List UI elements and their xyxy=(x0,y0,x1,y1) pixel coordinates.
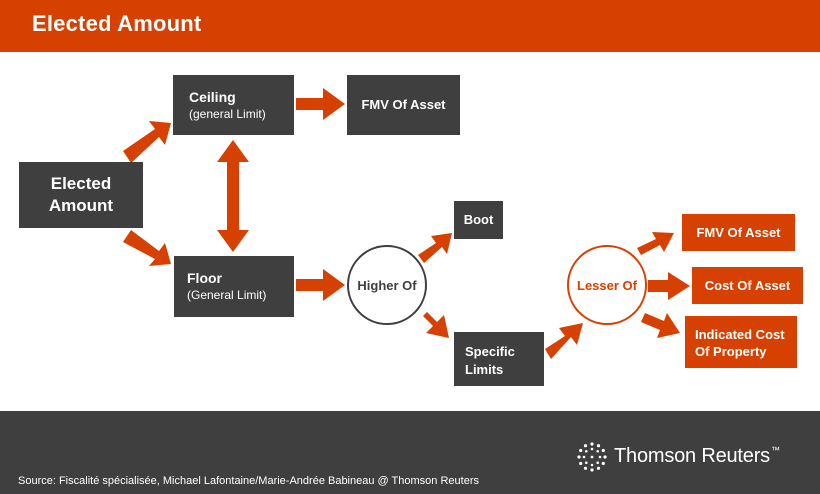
boot-box: Boot xyxy=(454,201,503,239)
ceiling-box: Ceiling (general Limit) xyxy=(173,75,294,135)
arrow-lesser-to-cost xyxy=(648,272,690,300)
arrow-elected-to-floor xyxy=(123,230,171,266)
fmv-of-asset-top-box: FMV Of Asset xyxy=(347,75,460,135)
specific-limits-label: Specific Limits xyxy=(465,344,515,377)
cost-of-asset-box: Cost Of Asset xyxy=(692,267,803,304)
thomson-reuters-logo-icon xyxy=(577,442,607,472)
ceiling-title: Ceiling xyxy=(189,89,236,105)
boot-label: Boot xyxy=(463,212,494,227)
indicated-cost-box: Indicated Cost Of Property xyxy=(685,316,797,368)
higher-of-circle: Higher Of xyxy=(347,245,427,325)
arrow-specific-to-lesser xyxy=(545,323,583,359)
source-credit: Source: Fiscalité spécialisée, Michael L… xyxy=(18,475,479,487)
specific-limits-box: Specific Limits xyxy=(454,332,544,386)
brand-name: Thomson Reuters™ xyxy=(614,445,780,468)
footer-bar: Thomson Reuters™ Source: Fiscalité spéci… xyxy=(0,411,820,494)
lesser-of-circle: Lesser Of xyxy=(567,245,647,325)
header-bar: Elected Amount xyxy=(0,0,820,52)
ceiling-subtitle: (general Limit) xyxy=(189,107,266,121)
arrow-elected-to-ceiling xyxy=(123,121,171,163)
arrow-lesser-to-indicated xyxy=(641,313,680,338)
trademark-symbol: ™ xyxy=(770,445,780,455)
arrow-ceiling-floor xyxy=(217,140,249,252)
fmv-of-asset-right-box: FMV Of Asset xyxy=(682,214,795,251)
page-title: Elected Amount xyxy=(32,11,202,36)
floor-subtitle: (General Limit) xyxy=(187,288,267,302)
elected-amount-box: Elected Amount xyxy=(19,162,143,228)
arrow-floor-to-higher xyxy=(296,269,345,301)
elected-amount-label: Elected Amount xyxy=(48,174,114,215)
fmv-right-label: FMV Of Asset xyxy=(696,224,781,240)
arrow-higher-to-boot xyxy=(418,233,452,263)
arrow-higher-to-specific xyxy=(423,312,449,338)
brand-label: Thomson Reuters xyxy=(614,445,770,467)
lesser-of-label: Lesser Of xyxy=(577,277,637,293)
arrow-ceiling-to-fmv xyxy=(296,88,345,120)
arrow-lesser-to-fmv xyxy=(637,232,674,255)
floor-box: Floor (General Limit) xyxy=(174,256,294,317)
higher-of-label: Higher Of xyxy=(357,277,417,293)
cost-of-asset-label: Cost Of Asset xyxy=(704,277,791,293)
fmv-top-label: FMV Of Asset xyxy=(361,97,446,112)
floor-title: Floor xyxy=(187,270,222,286)
indicated-cost-label: Indicated Cost Of Property xyxy=(695,327,785,359)
